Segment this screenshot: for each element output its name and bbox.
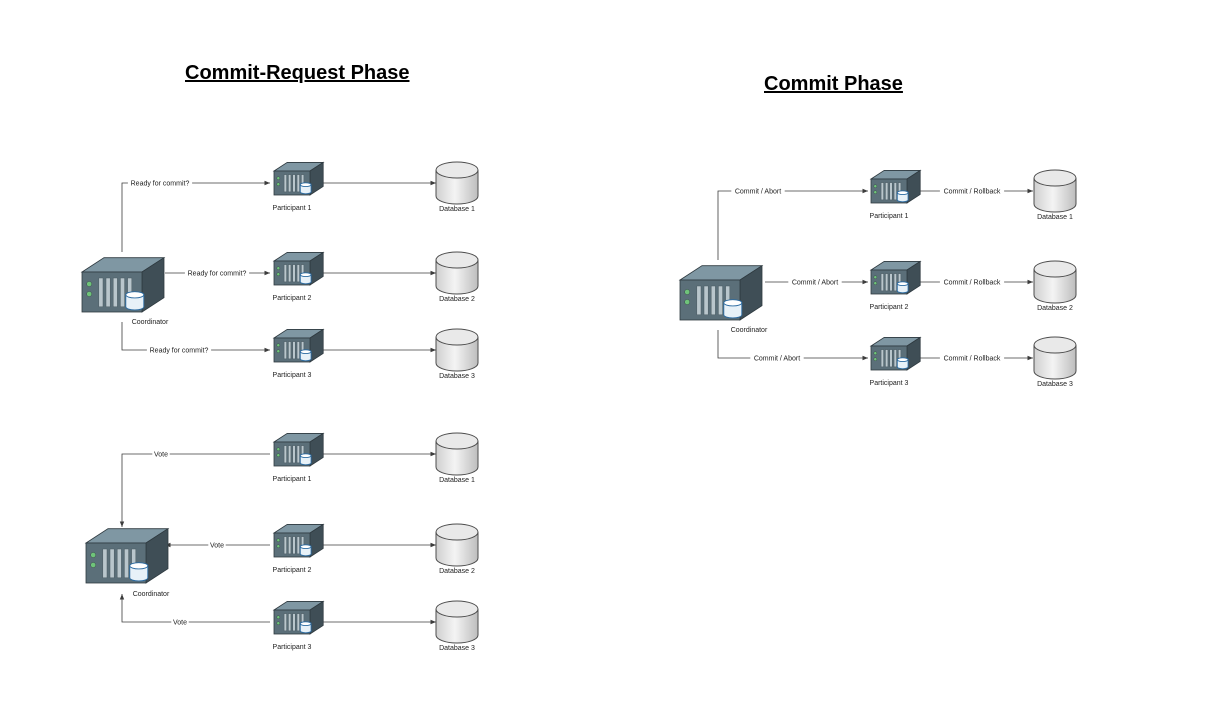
edge-ready-3	[121, 322, 270, 353]
participant-label-3: Participant 3	[273, 372, 312, 379]
commit-database-3	[1033, 336, 1077, 380]
edge-label-vote-2: Vote	[210, 543, 224, 550]
vote-database-2	[435, 523, 479, 567]
commit-participant-server-3	[869, 336, 922, 371]
vote-participant-label-1: Participant 1	[273, 476, 312, 483]
participant-label-1: Participant 1	[273, 205, 312, 212]
edge-label-rollback-3: Commit / Rollback	[944, 356, 1001, 363]
commit-participant-server-1	[869, 169, 922, 204]
database-label-3: Database 3	[439, 373, 475, 380]
database-2	[435, 251, 479, 295]
vote-database-label-3: Database 3	[439, 645, 475, 652]
commit-database-label-2: Database 2	[1037, 305, 1073, 312]
vote-participant-server-2	[272, 523, 325, 558]
commit-database-2	[1033, 260, 1077, 304]
database-label-2: Database 2	[439, 296, 475, 303]
edge-ready-1	[121, 180, 270, 252]
edge-label-ready-1: Ready for commit?	[131, 181, 190, 188]
vote-database-label-1: Database 1	[439, 477, 475, 484]
commit-phase-title: Commit Phase	[764, 73, 903, 95]
coordinator-label-1: Coordinator	[132, 319, 169, 326]
edge-label-vote-1: Vote	[154, 452, 168, 459]
database-1	[435, 161, 479, 205]
database-3	[435, 328, 479, 372]
edge-label-commit-1: Commit / Abort	[735, 189, 781, 196]
database-label-1: Database 1	[439, 206, 475, 213]
coordinator-server-1	[80, 256, 166, 313]
participant-label-2: Participant 2	[273, 295, 312, 302]
edge-label-rollback-1: Commit / Rollback	[944, 189, 1001, 196]
edge-label-ready-2: Ready for commit?	[188, 271, 247, 278]
vote-participant-server-3	[272, 600, 325, 635]
commit-database-label-1: Database 1	[1037, 214, 1073, 221]
coordinator-label-2: Coordinator	[133, 591, 170, 598]
edge-label-commit-2: Commit / Abort	[792, 280, 838, 287]
participant-server-3	[272, 328, 325, 363]
commit-participant-server-2	[869, 260, 922, 295]
commit-request-phase-title: Commit-Request Phase	[185, 62, 410, 84]
vote-participant-label-3: Participant 3	[273, 644, 312, 651]
commit-database-label-3: Database 3	[1037, 381, 1073, 388]
vote-database-3	[435, 600, 479, 644]
commit-participant-label-2: Participant 2	[870, 304, 909, 311]
edge-label-rollback-2: Commit / Rollback	[944, 280, 1001, 287]
edge-label-vote-3: Vote	[173, 620, 187, 627]
commit-participant-label-3: Participant 3	[870, 380, 909, 387]
commit-participant-label-1: Participant 1	[870, 213, 909, 220]
edge-vote-1	[119, 453, 270, 527]
coordinator-server-2	[84, 527, 170, 584]
edge-commit-3	[717, 330, 868, 361]
coordinator-label-3: Coordinator	[731, 327, 768, 334]
edge-label-ready-3: Ready for commit?	[150, 348, 209, 355]
vote-database-1	[435, 432, 479, 476]
edge-label-commit-3: Commit / Abort	[754, 356, 800, 363]
commit-database-1	[1033, 169, 1077, 213]
vote-participant-server-1	[272, 432, 325, 467]
participant-server-2	[272, 251, 325, 286]
vote-database-label-2: Database 2	[439, 568, 475, 575]
vote-participant-label-2: Participant 2	[273, 567, 312, 574]
coordinator-server-3	[678, 264, 764, 321]
edge-vote-3	[119, 594, 270, 623]
edge-commit-1	[717, 188, 868, 260]
participant-server-1	[272, 161, 325, 196]
